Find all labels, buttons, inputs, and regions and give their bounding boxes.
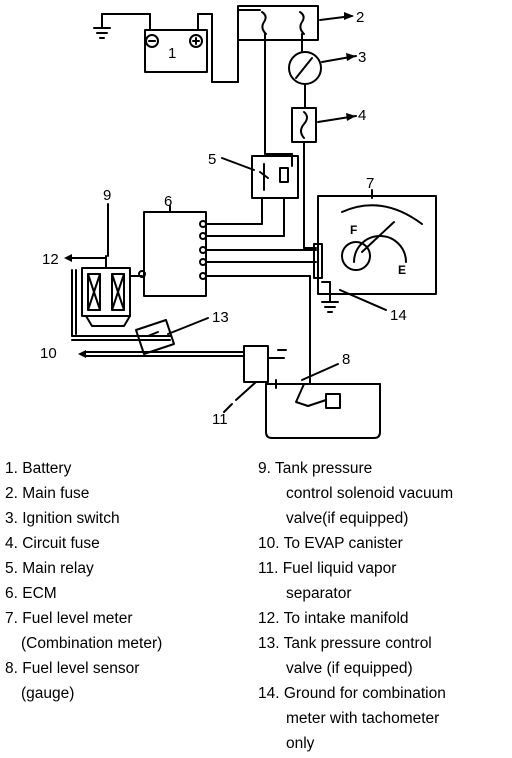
meter-empty-mark: E (398, 263, 406, 277)
ignition-switch (288, 51, 322, 109)
callout-4: 4 (358, 107, 366, 124)
callout-12: 12 (42, 251, 59, 268)
callout-2: 2 (356, 9, 364, 26)
fuel-system-diagram: 1 2 3 4 5 6 7 8 9 10 11 12 13 14 F E (40, 5, 437, 439)
legend-right: 9. Tank pressure control solenoid vacuum v… (258, 456, 453, 756)
meter-full-mark: F (350, 223, 357, 237)
legend-item: 13. Tank pressure control (258, 635, 432, 652)
legend-item: 9. Tank pressure (258, 460, 373, 477)
vacuum-lines (71, 269, 245, 357)
legend-item-continued: (Combination meter) (21, 635, 163, 652)
callout-1: 1 (168, 45, 176, 62)
main-relay (205, 153, 299, 237)
callout-3: 3 (358, 49, 366, 66)
callout-6: 6 (164, 193, 172, 210)
legend-item-continued: meter with tachometer (286, 710, 440, 727)
legend-item: 11. Fuel liquid vapor (258, 560, 397, 577)
legend-item: 10. To EVAP canister (258, 535, 403, 552)
legend-item: 1. Battery (5, 460, 72, 477)
legend-item-continued: only (286, 735, 315, 752)
legend-item: 4. Circuit fuse (5, 535, 100, 552)
legend-item: 7. Fuel level meter (5, 610, 133, 627)
callout-8: 8 (342, 351, 350, 368)
legend-item: 6. ECM (5, 585, 57, 602)
legend-item: 3. Ignition switch (5, 510, 120, 527)
legend-item-continued: separator (286, 585, 352, 602)
battery (93, 9, 261, 83)
legend-item: 8. Fuel level sensor (5, 660, 140, 677)
callout-5: 5 (208, 151, 216, 168)
legend-item-continued: (gauge) (21, 685, 75, 702)
solenoid-vacuum-valve (69, 255, 143, 327)
legend-item-continued: valve(if equipped) (286, 510, 409, 527)
callout-9: 9 (103, 187, 111, 204)
legend-item: 14. Ground for combination (258, 685, 446, 702)
tank-pressure-control-valve (135, 319, 175, 355)
legend-item: 2. Main fuse (5, 485, 90, 502)
fuel-level-meter (313, 195, 437, 313)
callout-11: 11 (212, 411, 228, 428)
circuit-fuse (291, 107, 317, 249)
legend-item-continued: control solenoid vacuum (286, 485, 454, 502)
fuel-liquid-vapor-separator (235, 345, 287, 401)
callout-7: 7 (366, 175, 374, 192)
callout-13: 13 (212, 309, 229, 326)
ecm (138, 211, 317, 297)
main-fuse (237, 5, 319, 155)
legend-left: 1. Battery 2. Main fuse 3. Ignition switch… (5, 456, 162, 706)
callout-10: 10 (40, 345, 57, 362)
callout-14: 14 (390, 307, 407, 324)
fuel-tank (265, 383, 381, 439)
legend-item: 5. Main relay (5, 560, 94, 577)
legend-item-continued: valve (if equipped) (286, 660, 413, 677)
legend-item: 12. To intake manifold (258, 610, 409, 627)
